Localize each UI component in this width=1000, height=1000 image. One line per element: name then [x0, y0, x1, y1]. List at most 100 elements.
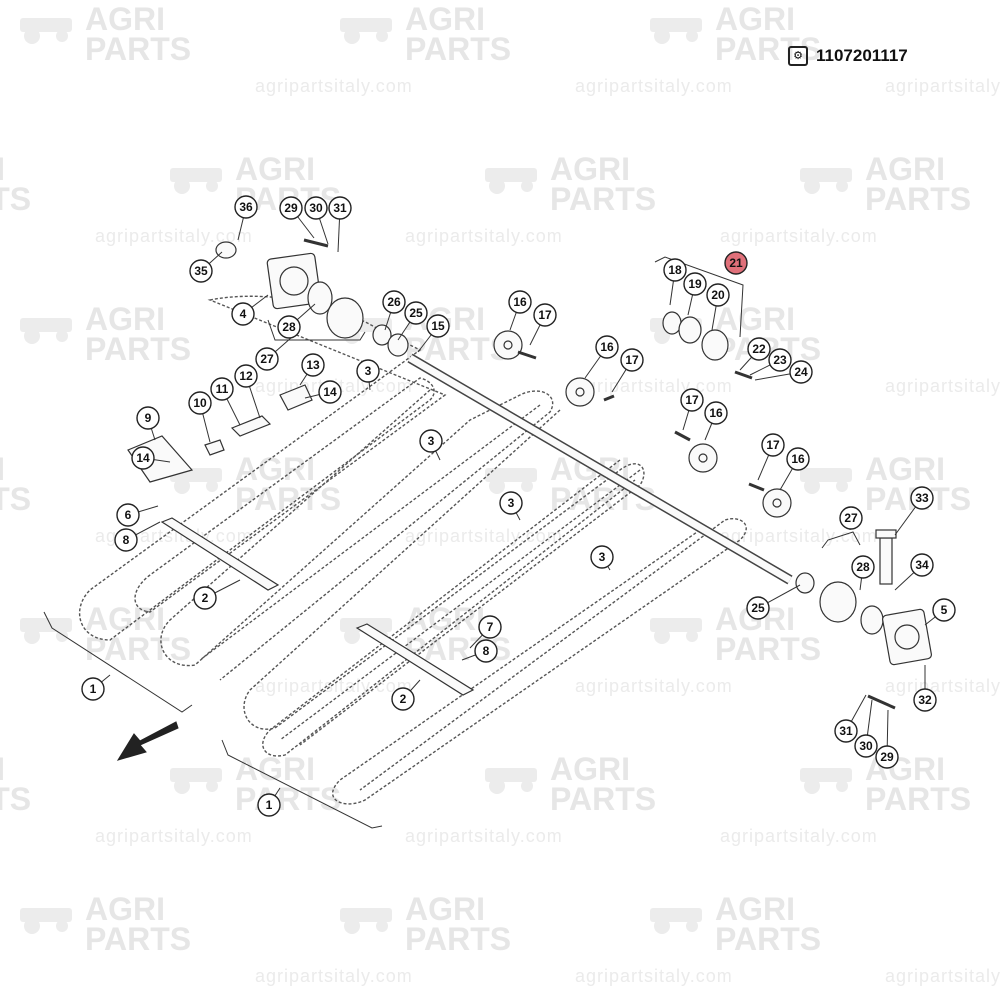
callout-circle [910, 486, 934, 510]
callout-28: 28 [851, 555, 875, 579]
callout-circle [255, 347, 279, 371]
slat-left [160, 517, 280, 591]
watermark-line1: AGRI [865, 151, 945, 187]
watermark-line2: PARTS [715, 31, 821, 67]
callout-17: 17 [761, 433, 785, 457]
watermark-line1: AGRI [865, 451, 945, 487]
watermark-line2: PARTS [85, 631, 191, 667]
callout-circle [680, 388, 704, 412]
watermark-line1: AGRI [405, 601, 485, 637]
callout-13: 13 [301, 353, 325, 377]
watermark-line2: PARTS [0, 481, 31, 517]
tractor-icon [650, 18, 702, 44]
group-brackets [43, 256, 861, 829]
callout-26: 26 [382, 290, 406, 314]
callout-circle [382, 290, 406, 314]
bearing-left [307, 281, 333, 315]
callout-3: 3 [419, 429, 443, 453]
callout-circle [746, 596, 770, 620]
watermark-line2: PARTS [715, 921, 821, 957]
callout-17: 17 [620, 348, 644, 372]
callout-34: 34 [910, 553, 934, 577]
callout-3: 3 [499, 491, 523, 515]
watermark-url: agripartsitaly.com [95, 826, 253, 846]
watermark-line1: AGRI [0, 751, 5, 787]
watermark-line2: PARTS [85, 331, 191, 367]
callout-circle [81, 677, 105, 701]
watermark-line1: AGRI [85, 301, 165, 337]
callout-circle [875, 745, 899, 769]
callout-circle [768, 348, 792, 372]
callout-label: 23 [773, 353, 787, 367]
callout-circle [663, 258, 687, 282]
callout-circle [508, 290, 532, 314]
callout-19: 19 [683, 272, 707, 296]
tractor-icon [20, 318, 72, 344]
callout-17: 17 [533, 303, 557, 327]
watermark-url: agripartsitaly.com [720, 526, 878, 546]
callout-circle [683, 272, 707, 296]
callout-label: 3 [365, 364, 372, 378]
callout-4: 4 [231, 302, 255, 326]
callout-label: 26 [387, 295, 401, 309]
callout-circle [478, 615, 502, 639]
watermark-url: agripartsitaly.com [885, 966, 1000, 986]
tractor-icon [800, 468, 852, 494]
callout-21: 21 [724, 251, 748, 275]
callout-circle [234, 364, 258, 388]
callout-label: 35 [194, 264, 208, 278]
callout-11: 11 [210, 377, 234, 401]
callout-circle [839, 506, 863, 530]
callout-circle [854, 734, 878, 758]
callout-circle [131, 446, 155, 470]
callout-15: 15 [426, 314, 450, 338]
callout-circle [328, 196, 352, 220]
callout-label: 30 [859, 739, 873, 753]
watermark-line1: AGRI [85, 601, 165, 637]
watermark-url: agripartsitaly.com [720, 826, 878, 846]
watermark-line1: AGRI [550, 751, 630, 787]
watermark-line2: PARTS [550, 481, 656, 517]
callout-circle [257, 793, 281, 817]
callout-circle [426, 314, 450, 338]
callout-circle [747, 337, 771, 361]
callout-27: 27 [839, 506, 863, 530]
tractor-icon [485, 168, 537, 194]
callout-label: 21 [729, 256, 743, 270]
watermark-url: agripartsitaly.com [720, 226, 878, 246]
callout-circle [910, 553, 934, 577]
callout-label: 22 [752, 342, 766, 356]
callout-20: 20 [706, 283, 730, 307]
tractor-icon [800, 168, 852, 194]
tractor-icon [485, 768, 537, 794]
watermark-line1: AGRI [550, 151, 630, 187]
watermark-line1: AGRI [405, 891, 485, 927]
callout-circle [193, 586, 217, 610]
callout-14: 14 [131, 446, 155, 470]
callout-32: 32 [913, 688, 937, 712]
callout-12: 12 [234, 364, 258, 388]
callout-circle [724, 251, 748, 275]
slat-right [355, 623, 475, 696]
callout-23: 23 [768, 348, 792, 372]
callout-6: 6 [116, 503, 140, 527]
callout-label: 27 [260, 352, 274, 366]
callout-label: 34 [915, 558, 929, 572]
callout-3: 3 [356, 359, 380, 383]
callout-label: 27 [844, 511, 858, 525]
tractor-icon [20, 618, 72, 644]
bearing-set-21 [662, 311, 729, 361]
watermark-line1: AGRI [715, 1, 795, 37]
callout-label: 17 [625, 353, 639, 367]
watermark-line1: AGRI [715, 301, 795, 337]
callout-circle [706, 283, 730, 307]
tractor-icon [20, 18, 72, 44]
watermark-url: agripartsitaly.com [885, 376, 1000, 396]
callout-circle [419, 429, 443, 453]
